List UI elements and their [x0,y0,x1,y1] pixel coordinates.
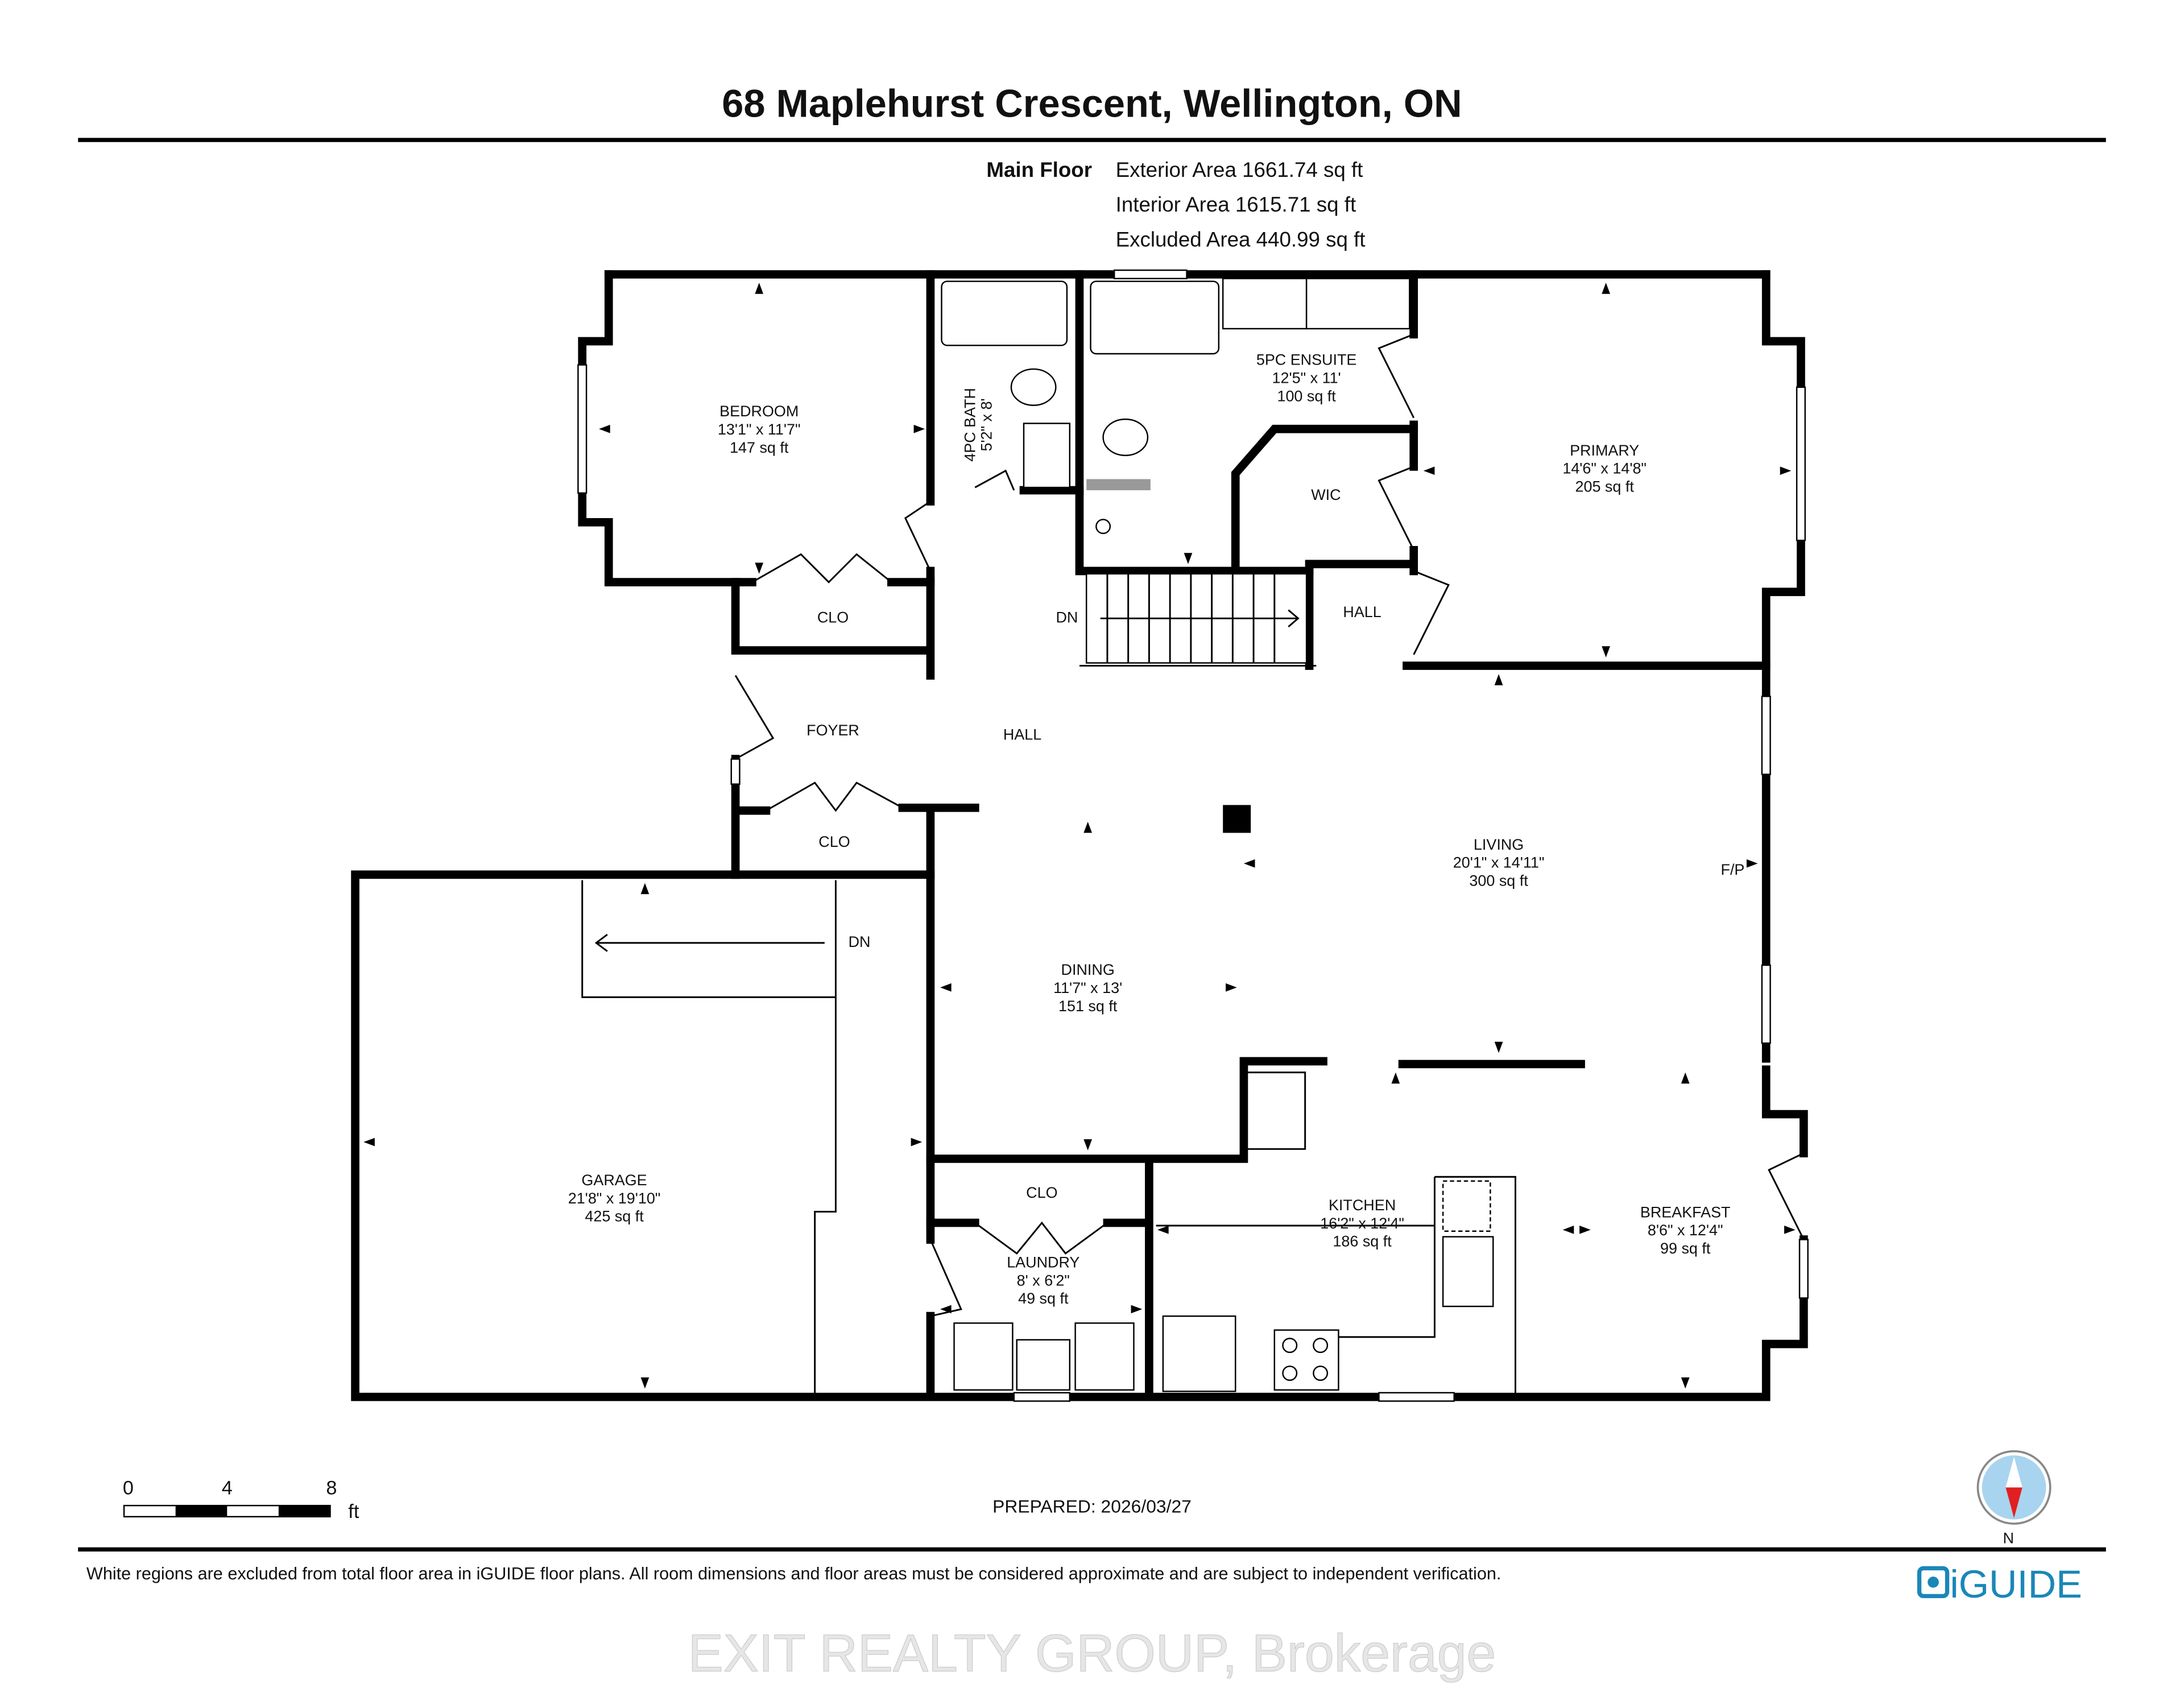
svg-text:4PC BATH: 4PC BATH [961,388,978,462]
svg-text:100 sq ft: 100 sq ft [1277,387,1336,404]
svg-text:LAUNDRY: LAUNDRY [1007,1253,1079,1271]
svg-text:BEDROOM: BEDROOM [719,403,799,420]
svg-text:12'5" x 11': 12'5" x 11' [1272,369,1341,386]
fridge-icon [1162,1315,1236,1392]
bathtub-icon [941,280,1068,346]
svg-text:BREAKFAST: BREAKFAST [1640,1203,1731,1221]
interior-area: Interior Area 1615.71 sq ft [1116,193,1356,216]
header-rule [78,138,2106,142]
sink-icon [1305,278,1410,330]
svg-text:13'1" x 11'7": 13'1" x 11'7" [718,421,801,438]
door-swings [734,333,1805,1317]
excluded-area: Excluded Area 440.99 sq ft [1116,227,1366,251]
svg-text:5PC ENSUITE: 5PC ENSUITE [1256,351,1357,369]
dimension-markers [363,283,1796,1389]
svg-text:14'6" x 14'8": 14'6" x 14'8" [1562,460,1647,477]
svg-text:GARAGE: GARAGE [581,1172,647,1189]
svg-text:147 sq ft: 147 sq ft [730,439,789,456]
compass-icon: N [1976,1450,2051,1546]
room-wic: WIC [1311,486,1341,503]
disclaimer: White regions are excluded from total fl… [86,1564,1501,1583]
room-foyer: FOYER [806,722,859,739]
stove-icon [1273,1329,1339,1391]
toilet-icon [1010,368,1057,406]
stairs-down-label: DN [1056,609,1078,626]
svg-text:iGUIDE: iGUIDE [1950,1562,2082,1606]
fireplace-label: F/P [1721,861,1745,878]
footer-rule [78,1547,2106,1552]
dryer-icon [1074,1322,1135,1391]
room-closet: CLO [818,833,850,850]
garage-stairs-down-label: DN [849,933,871,950]
watermark: EXIT REALTY GROUP, Brokerage [688,1624,1496,1683]
svg-text:N: N [2003,1529,2014,1546]
svg-text:300 sq ft: 300 sq ft [1469,872,1528,889]
svg-text:11'7" x 13': 11'7" x 13' [1053,979,1122,996]
svg-text:425 sq ft: 425 sq ft [585,1208,644,1225]
svg-text:ft: ft [348,1501,359,1522]
fixtures [941,278,1516,1397]
page-title: 68 Maplehurst Crescent, Wellington, ON [722,82,1462,126]
svg-text:PRIMARY: PRIMARY [1570,442,1639,459]
svg-text:186 sq ft: 186 sq ft [1333,1233,1392,1250]
kitchen-sink-icon [1442,1236,1494,1308]
svg-text:16'2" x 12'4": 16'2" x 12'4" [1320,1215,1404,1232]
floor-name: Main Floor [986,158,1092,181]
sink-icon [1023,423,1071,489]
svg-text:49 sq ft: 49 sq ft [1018,1290,1069,1307]
svg-text:8' x 6'2": 8' x 6'2" [1017,1272,1070,1289]
iguide-logo: iGUIDE [1917,1562,2082,1606]
svg-text:LIVING: LIVING [1474,836,1524,853]
room-hall: HALL [1003,726,1041,743]
svg-text:151 sq ft: 151 sq ft [1058,998,1118,1015]
exterior-area: Exterior Area 1661.74 sq ft [1116,158,1363,181]
scale-bar: 0 4 8 ft [123,1478,359,1523]
room-hall: HALL [1343,603,1381,620]
sink-icon [1222,278,1308,330]
toilet-icon [1102,418,1149,456]
room-closet: CLO [817,609,849,626]
garage-steps [581,880,837,1397]
svg-text:5'2" x 8': 5'2" x 8' [978,398,995,451]
windows [577,269,1809,1402]
svg-text:20'1" x 14'11": 20'1" x 14'11" [1453,854,1545,871]
laundry-sink-icon [1016,1339,1071,1391]
prepared-date: PREPARED: 2026/03/27 [992,1496,1192,1516]
svg-text:0: 0 [123,1478,134,1499]
svg-text:99 sq ft: 99 sq ft [1660,1240,1711,1257]
washer-icon [953,1322,1014,1391]
svg-text:4: 4 [222,1478,233,1499]
svg-text:DINING: DINING [1061,961,1115,978]
shower-icon [1095,519,1111,535]
svg-text:KITCHEN: KITCHEN [1329,1197,1396,1214]
bathtub-icon [1090,280,1220,355]
svg-text:8: 8 [326,1478,337,1499]
room-closet: CLO [1026,1184,1057,1201]
svg-text:21'8" x 19'10": 21'8" x 19'10" [568,1190,661,1207]
stairs [1085,573,1308,664]
svg-text:8'6" x 12'4": 8'6" x 12'4" [1648,1222,1723,1239]
svg-text:205 sq ft: 205 sq ft [1575,478,1635,495]
dishwasher-icon [1442,1180,1491,1232]
